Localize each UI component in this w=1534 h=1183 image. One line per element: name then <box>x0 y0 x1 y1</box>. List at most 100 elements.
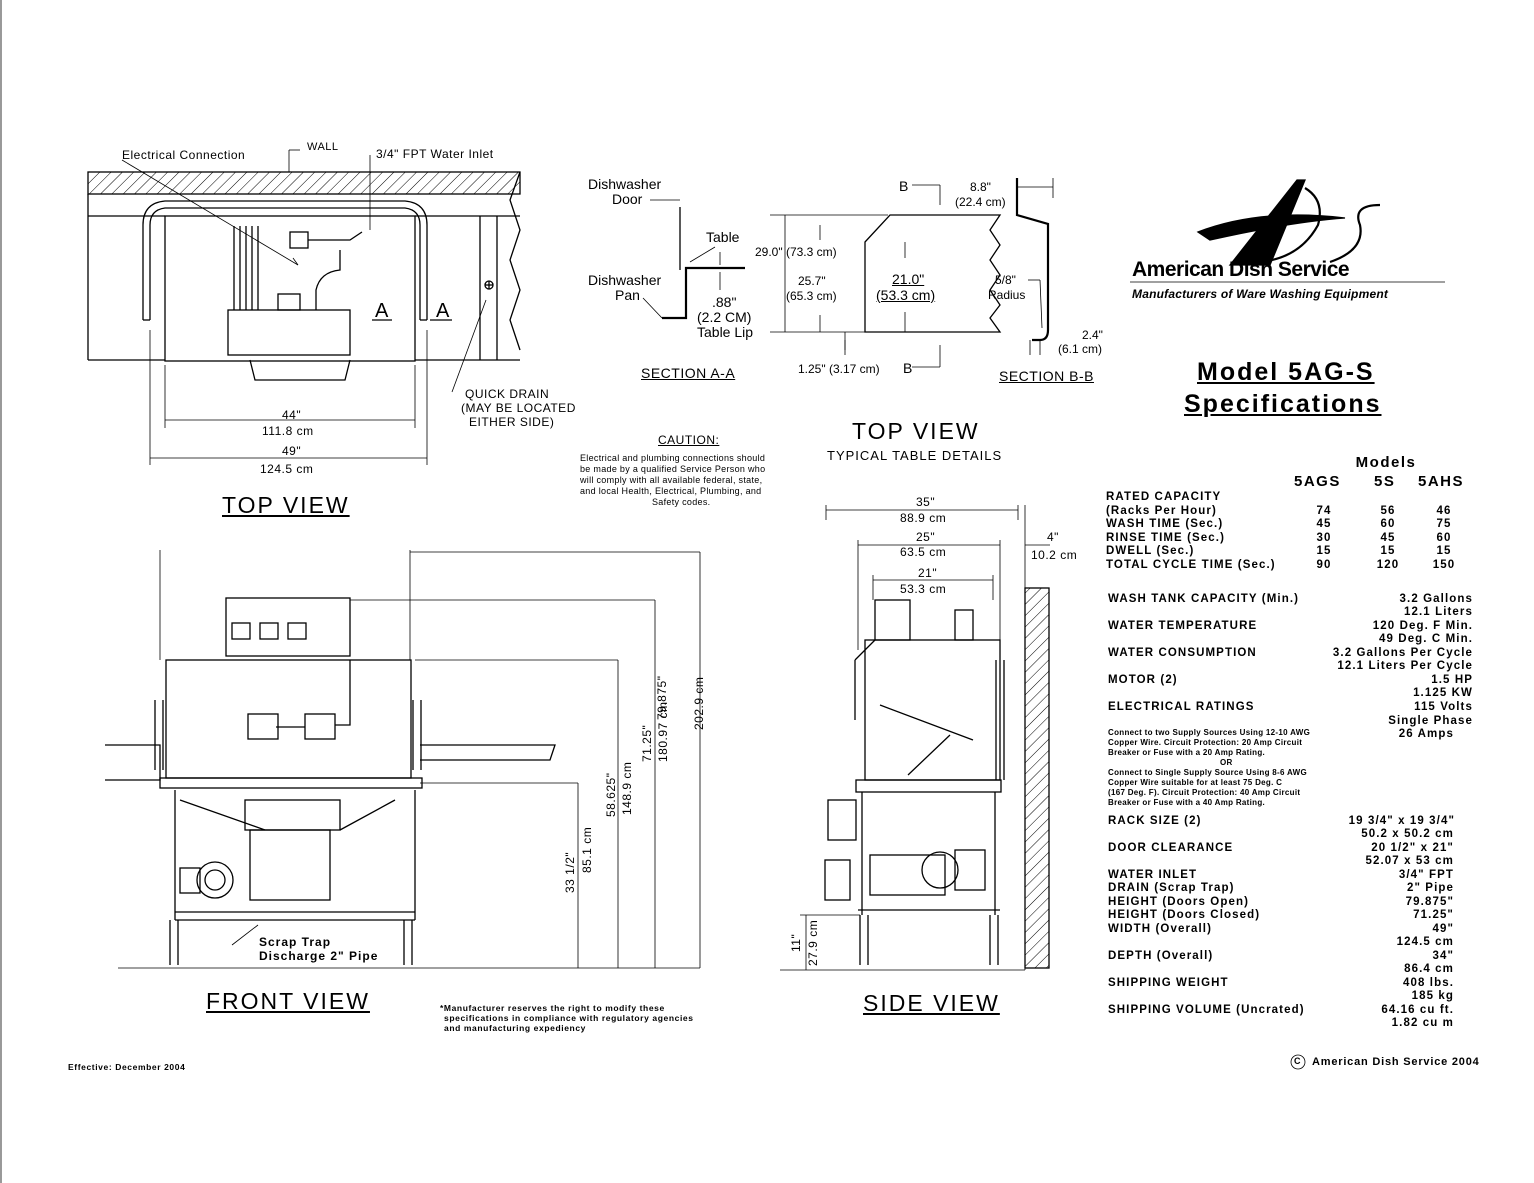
row-label: TOTAL CYCLE TIME (Sec.) <box>1106 559 1276 571</box>
shipping-volume-value-2: 1.82 cu m <box>1391 1017 1454 1029</box>
section-bb-drawing <box>1015 178 1054 355</box>
scrap-trap-label-2: Discharge 2" Pipe <box>259 949 379 963</box>
dim-49-cm: 124.5 cm <box>260 462 314 476</box>
elec-note-3: Breaker or Fuse with a 20 Amp Rating. <box>1108 748 1266 757</box>
ads-logo-graphic <box>1130 179 1445 283</box>
dim-125: 1.25" (3.17 cm) <box>798 362 880 376</box>
copyright-circle <box>1290 1054 1306 1070</box>
scrap-trap-label-1: Scrap Trap <box>259 935 332 949</box>
dim-335-cm: 85.1 cm <box>580 826 594 873</box>
door-clearance-value-2: 52.07 x 53 cm <box>1365 855 1454 867</box>
dim-11-cm: 27.9 cm <box>806 919 820 966</box>
copyright-text: American Dish Service 2004 <box>1312 1056 1480 1068</box>
width-value-1: 49" <box>1432 923 1454 935</box>
rack-size-label: RACK SIZE (2) <box>1108 815 1202 827</box>
section-aa-drawing <box>642 199 745 320</box>
wall-label: WALL <box>307 141 339 153</box>
dim-88-in: 8.8" <box>970 180 991 194</box>
shipping-volume-label: SHIPPING VOLUME (Uncrated) <box>1108 1004 1305 1016</box>
table-lip-label: Table Lip <box>697 324 754 340</box>
depth-value-1: 34" <box>1432 950 1454 962</box>
cell-5ags: 30 <box>1316 532 1332 544</box>
dim-335-in: 33 1/2" <box>563 851 577 893</box>
shipping-weight-label: SHIPPING WEIGHT <box>1108 977 1229 989</box>
electrical-value-2: Single Phase <box>1388 715 1473 727</box>
manufacturer-note-1: *Manufacturer reserves the right to modi… <box>440 1003 665 1013</box>
elec-note-7: (167 Deg. F). Circuit Protection: 40 Amp… <box>1108 788 1301 797</box>
dishwasher-door-label-1: Dishwasher <box>588 176 662 192</box>
manufacturer-note-2: specifications in compliance with regula… <box>444 1013 694 1023</box>
elec-note-6: Copper Wire suitable for at least 75 Deg… <box>1108 778 1283 787</box>
electrical-value-3: 26 Amps <box>1398 728 1454 740</box>
elec-note-5: Connect to Single Supply Source Using 8-… <box>1108 768 1307 777</box>
cell-5s: 60 <box>1380 518 1396 530</box>
radius-in: 5/8" <box>995 273 1016 287</box>
dim-58625-in: 58.625" <box>604 772 618 817</box>
dim-44-in: 44" <box>282 408 302 422</box>
height-open-label: HEIGHT (Doors Open) <box>1108 896 1250 908</box>
caution-line-3: will comply with all available federal, … <box>580 475 763 485</box>
cell-5ahs: 15 <box>1436 545 1452 557</box>
dim-25-in: 25" <box>916 530 936 544</box>
lip-in: .88" <box>712 294 737 310</box>
typical-table-details-label: TYPICAL TABLE DETAILS <box>827 448 1003 463</box>
dim-35-in: 35" <box>916 495 936 509</box>
dim-24-cm: (6.1 cm) <box>1058 342 1103 356</box>
table-detail-drawing <box>770 184 1002 368</box>
shipping-weight-value-2: 185 kg <box>1411 990 1454 1002</box>
cell-5ahs: 75 <box>1436 518 1452 530</box>
row-label: (Racks Per Hour) <box>1106 505 1217 517</box>
water-temp-value-1: 120 Deg. F Min. <box>1372 620 1473 632</box>
water-inlet-spec-value: 3/4" FPT <box>1398 869 1454 881</box>
section-marker-a-right: A <box>436 300 450 322</box>
table-row: RINSE TIME (Sec.) 30 45 60 <box>1106 532 1481 546</box>
height-closed-label: HEIGHT (Doors Closed) <box>1108 909 1261 921</box>
cell-5ahs: 150 <box>1432 559 1456 571</box>
depth-value-2: 86.4 cm <box>1404 963 1454 975</box>
cell-5s: 45 <box>1380 532 1396 544</box>
cell-5ahs: 46 <box>1436 505 1452 517</box>
row-label: DWELL (Sec.) <box>1106 545 1195 557</box>
cell-5ags: 15 <box>1316 545 1332 557</box>
dim-88-cm: (22.4 cm) <box>955 195 1006 209</box>
dim-29: 29.0" (73.3 cm) <box>755 245 837 259</box>
wash-tank-value-1: 3.2 Gallons <box>1399 593 1473 605</box>
dishwasher-door-label-2: Door <box>612 191 643 207</box>
dim-257-cm: (65.3 cm) <box>786 289 837 303</box>
section-bb-title: SECTION B-B <box>999 368 1094 384</box>
side-view-title: SIDE VIEW <box>863 990 1000 1016</box>
water-inlet-label: 3/4" FPT Water Inlet <box>376 147 494 161</box>
elec-note-1: Connect to two Supply Sources Using 12-1… <box>1108 728 1311 737</box>
dishwasher-pan-label-1: Dishwasher <box>588 272 662 288</box>
dim-11-in: 11" <box>789 933 803 952</box>
cell-5ahs: 60 <box>1436 532 1452 544</box>
cell-5ags: 90 <box>1316 559 1332 571</box>
cell-5ags: 45 <box>1316 518 1332 530</box>
typical-top-view-title: TOP VIEW <box>852 418 980 444</box>
dim-7125-cm: 180.97 cm <box>656 701 670 762</box>
dim-4-cm: 10.2 cm <box>1031 548 1078 562</box>
effective-date: Effective: December 2004 <box>68 1062 186 1072</box>
quick-drain-label-1: QUICK DRAIN <box>465 387 550 401</box>
elec-note-or: OR <box>1220 758 1233 767</box>
motor-value-2: 1.125 KW <box>1413 687 1473 699</box>
model-heading: Model 5AG-S <box>1197 358 1375 386</box>
dim-24-in: 2.4" <box>1082 328 1103 342</box>
model-5ahs: 5AHS <box>1418 473 1465 490</box>
logo-tagline: Manufacturers of Ware Washing Equipment <box>1132 287 1389 301</box>
copyright-symbol: C <box>1294 1056 1301 1066</box>
height-closed-value: 71.25" <box>1413 909 1454 921</box>
dim-21-in: 21.0" <box>892 271 925 287</box>
dim-257-in: 25.7" <box>798 274 826 288</box>
rack-size-value-1: 19 3/4" x 19 3/4" <box>1348 815 1455 827</box>
shipping-volume-value-1: 64.16 cu ft. <box>1381 1004 1454 1016</box>
front-view-drawing <box>105 550 701 969</box>
row-label: RINSE TIME (Sec.) <box>1106 532 1226 544</box>
rated-capacity-label: RATED CAPACITY <box>1106 491 1222 503</box>
dishwasher-pan-label-2: Pan <box>615 287 640 303</box>
water-temp-value-2: 49 Deg. C Min. <box>1379 633 1473 645</box>
dim-7125-in: 71.25" <box>640 724 654 762</box>
cell-5ags: 74 <box>1316 505 1332 517</box>
quick-drain-label-2: (MAY BE LOCATED <box>461 401 576 415</box>
water-consumption-label: WATER CONSUMPTION <box>1108 647 1257 659</box>
